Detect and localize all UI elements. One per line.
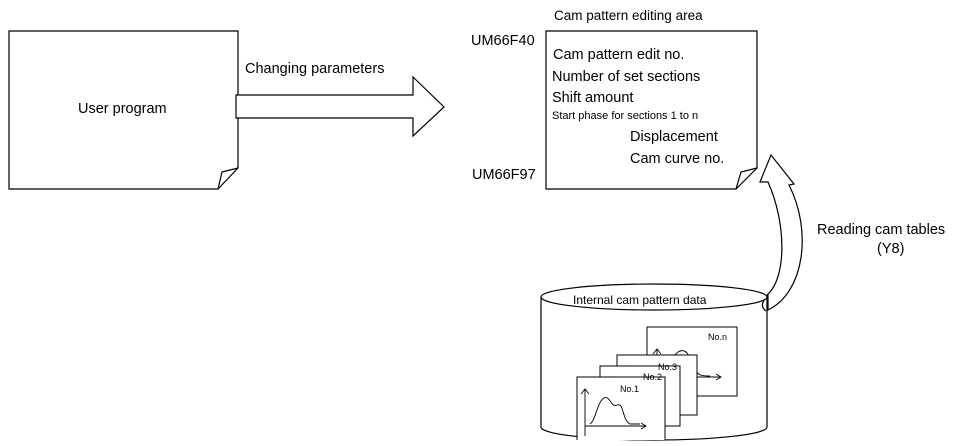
card-label-no3: No.3 (658, 362, 678, 372)
user-program-box (8, 30, 239, 190)
reading-cam-tables-signal: (Y8) (877, 241, 905, 257)
changing-parameters-arrow (235, 75, 445, 138)
card-label-no2: No.2 (643, 372, 663, 382)
internal-cam-pattern-data-label: Internal cam pattern data (573, 293, 707, 307)
address-start-label: UM66F40 (471, 33, 535, 49)
address-end-label: UM66F97 (472, 167, 536, 183)
cam-card-1 (576, 376, 666, 440)
reading-cam-tables-label: Reading cam tables (817, 222, 946, 238)
field-number-of-set-sections: Number of set sections (552, 69, 701, 85)
user-program-fold (217, 167, 239, 190)
editing-area-box (545, 30, 758, 190)
card-label-non: No.n (708, 332, 728, 342)
field-cam-pattern-edit-no: Cam pattern edit no. (553, 47, 685, 63)
field-displacement: Displacement (630, 129, 718, 145)
field-shift-amount: Shift amount (552, 90, 634, 106)
cam-card-stack (576, 326, 738, 440)
card-label-no1: No.1 (620, 384, 640, 394)
field-cam-curve-no: Cam curve no. (630, 151, 725, 167)
reading-cam-tables-arrow (759, 153, 803, 312)
changing-parameters-label: Changing parameters (245, 61, 385, 77)
editing-area-title: Cam pattern editing area (554, 8, 703, 23)
user-program-label: User program (78, 101, 167, 117)
field-start-phase: Start phase for sections 1 to n (552, 110, 699, 122)
editing-area-fold (735, 167, 758, 190)
